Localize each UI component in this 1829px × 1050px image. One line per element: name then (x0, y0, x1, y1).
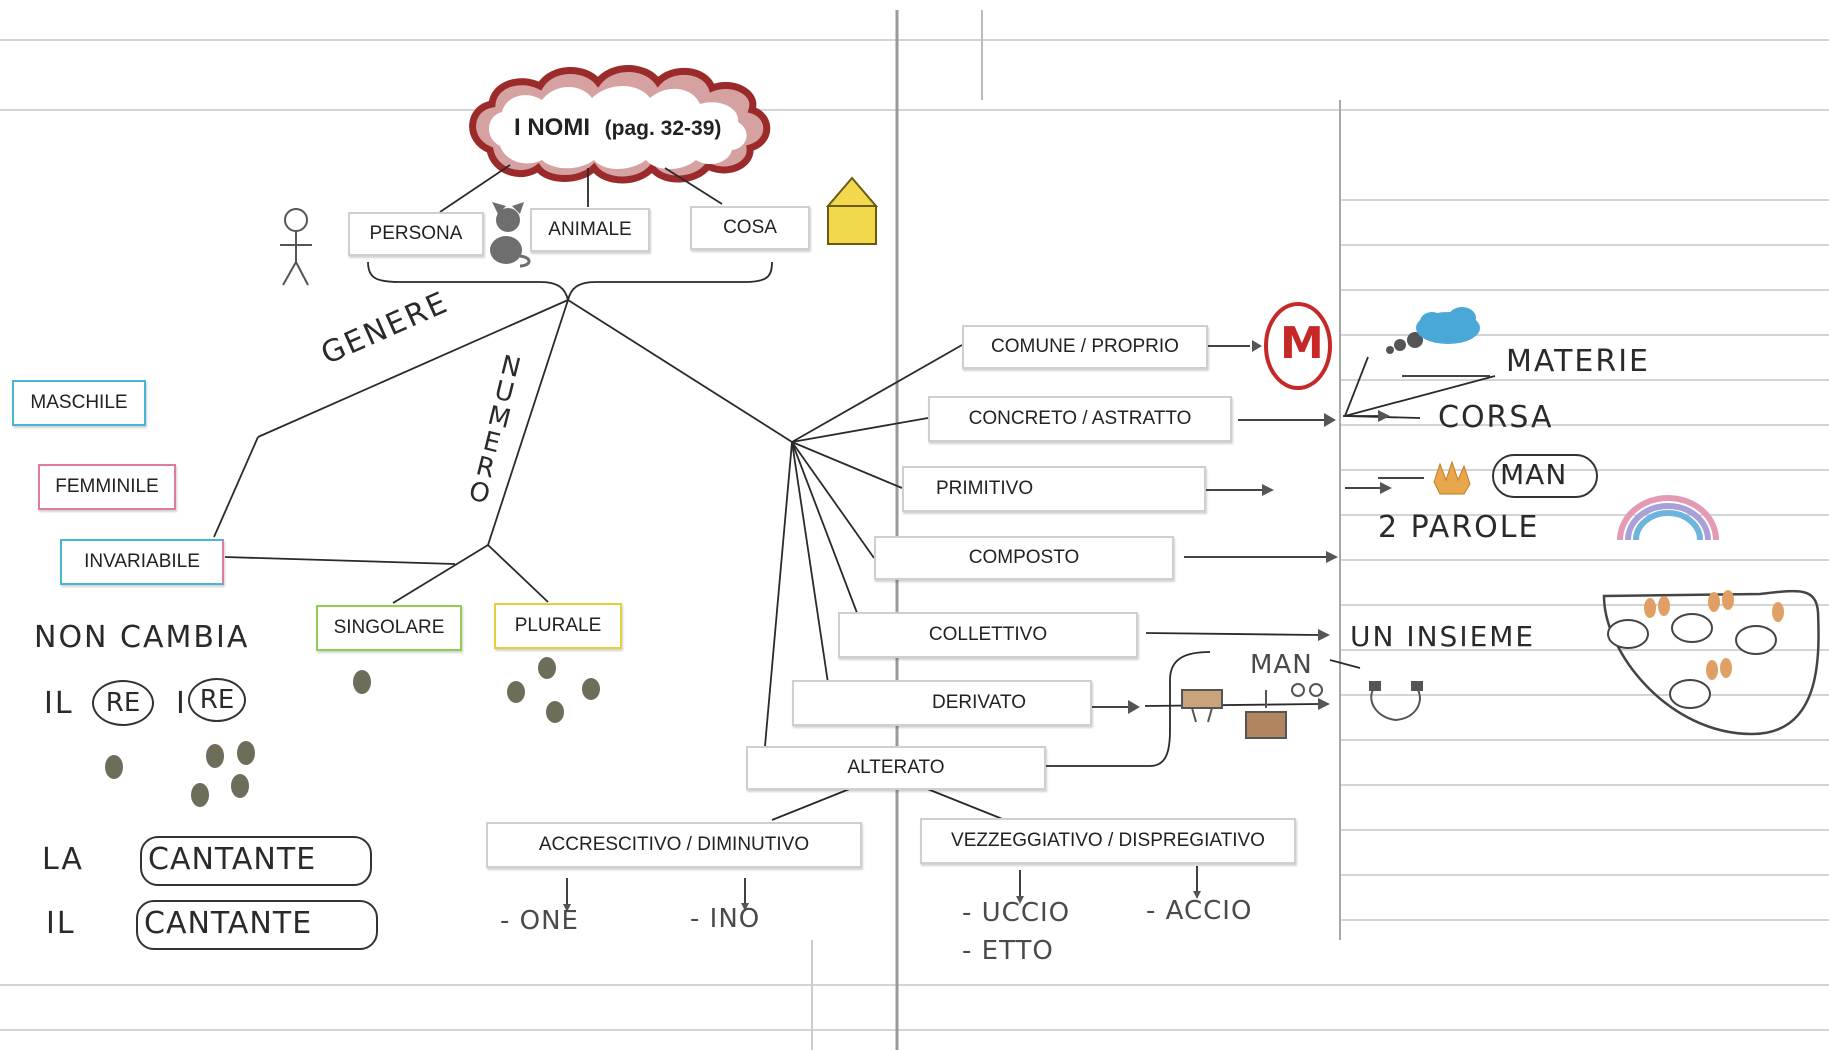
note-re-circled: RE (92, 680, 154, 726)
page-edges (811, 10, 1341, 1050)
suffix-ino: - INO (690, 904, 761, 934)
suffix-uccio: - UCCIO (962, 898, 1071, 928)
note-i: I (176, 686, 187, 721)
sheep-flock-drawing (1602, 589, 1820, 736)
example-materie: MATERIE (1506, 344, 1651, 379)
suffix-one: - ONE (500, 906, 579, 936)
suffix-accio: - ACCIO (1146, 896, 1253, 926)
note-re2-circled: RE (188, 678, 246, 722)
numero-singolare: SINGOLARE (316, 605, 462, 651)
category-cosa: COSA (690, 206, 810, 250)
derivato-drawings (1181, 681, 1423, 739)
title-pages: (pag. 32-39) (604, 117, 722, 140)
plurale-dots (507, 657, 600, 723)
genere-maschile: MASCHILE (12, 380, 146, 426)
numero-plurale: PLURALE (494, 603, 622, 649)
alterato-accrescitivo-diminutivo: ACCRESCITIVO / DIMINUTIVO (486, 822, 862, 868)
person-drawing (280, 208, 312, 286)
type-alterato: ALTERATO (746, 746, 1046, 790)
type-primitivo: PRIMITIVO (902, 466, 1206, 512)
type-concreto-astratto: CONCRETO / ASTRATTO (928, 396, 1232, 442)
m-badge (1264, 302, 1332, 390)
note-non-cambia: NON CAMBIA (34, 620, 250, 655)
note-la: LA (42, 842, 84, 877)
singolare-dots (353, 670, 371, 694)
example-due-parole: 2 PAROLE (1378, 510, 1540, 545)
example-corsa: CORSA (1438, 400, 1554, 435)
note-il: IL (44, 686, 74, 721)
example-man-small: MAN (1250, 650, 1313, 680)
thought-cloud-drawing (1386, 307, 1480, 354)
page-title: I NOMI (pag. 32-39) (514, 114, 721, 142)
suffix-etto: - ETTO (962, 936, 1054, 966)
title-text: I NOMI (514, 114, 590, 141)
type-derivato: DERIVATO (792, 680, 1092, 726)
hand-drawing (1433, 460, 1471, 495)
example-man-oval: MAN (1492, 454, 1598, 498)
category-animale: ANIMALE (530, 208, 650, 252)
alterato-vezzeggiativo-dispregiativo: VEZZEGGIATIVO / DISPREGIATIVO (920, 818, 1296, 864)
rainbow-drawing (1617, 495, 1719, 541)
genere-femminile: FEMMINILE (38, 464, 176, 510)
m-letter: M (1280, 318, 1324, 369)
house-drawing (825, 176, 879, 245)
cat-drawing (490, 202, 531, 268)
invariabile-dots (105, 741, 255, 807)
example-insieme: UN INSIEME (1350, 620, 1536, 653)
note-cantante-1: CANTANTE (140, 836, 372, 886)
note-il2: IL (46, 906, 76, 941)
category-persona: PERSONA (348, 212, 484, 256)
type-collettivo: COLLETTIVO (838, 612, 1138, 658)
genere-invariabile: INVARIABILE (60, 539, 224, 585)
note-cantante-2: CANTANTE (136, 900, 378, 950)
type-comune-proprio: COMUNE / PROPRIO (962, 325, 1208, 369)
type-composto: COMPOSTO (874, 536, 1174, 580)
